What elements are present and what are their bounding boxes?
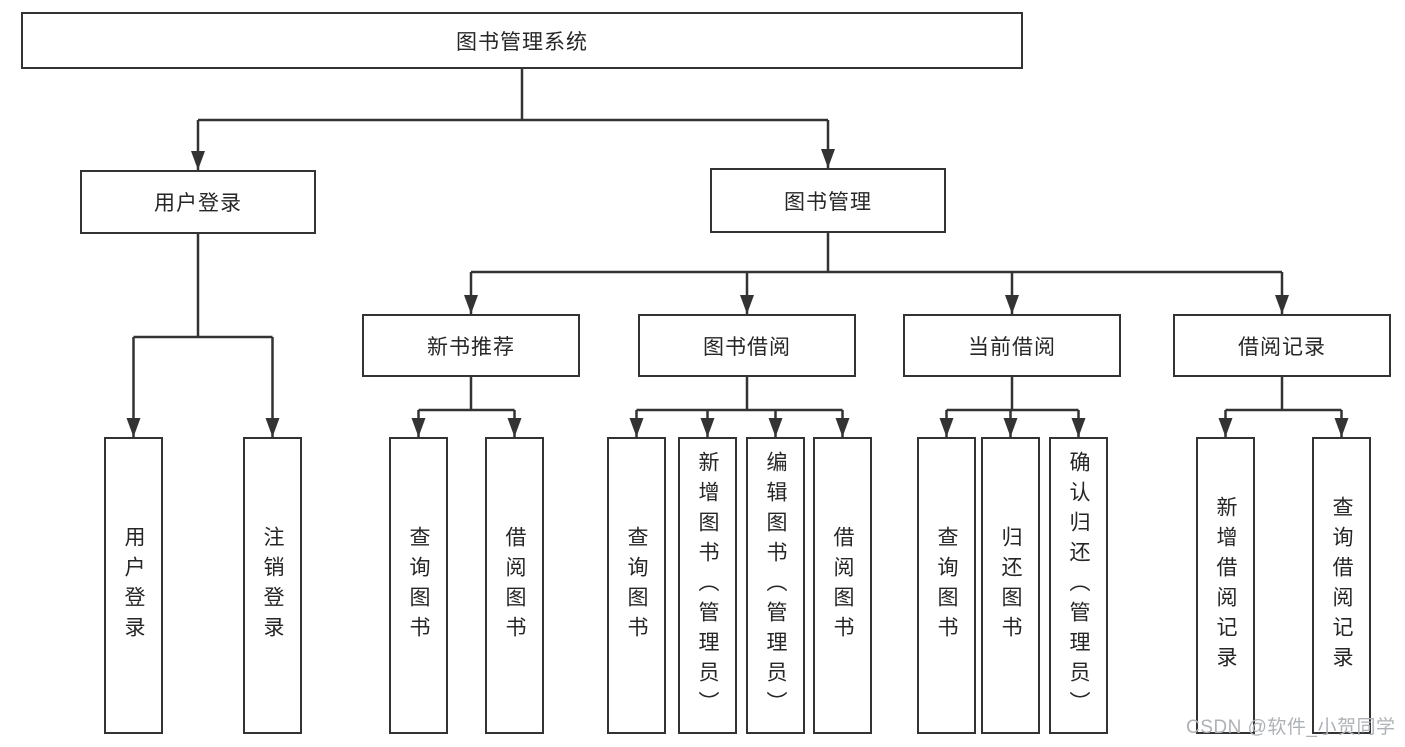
leaf-user-login: 用户登录 <box>104 437 163 734</box>
watermark: CSDN @软件_小贺同学 <box>1186 717 1396 738</box>
branch-user-login: 用户登录 <box>80 170 316 234</box>
module-borrow-records: 借阅记录 <box>1173 314 1391 377</box>
leaf-bb-borrow-books: 借阅图书 <box>813 437 872 734</box>
leaf-br-query-record-label: 查询借阅记录 <box>1330 495 1353 676</box>
leaf-bb-edit-books-admin-label: 编辑图书（管理员） <box>764 450 787 721</box>
leaf-nb-query-books: 查询图书 <box>389 437 448 734</box>
module-borrow-records-label: 借阅记录 <box>1238 335 1326 359</box>
leaf-nb-borrow-books: 借阅图书 <box>485 437 544 734</box>
leaf-bb-edit-books-admin: 编辑图书（管理员） <box>746 437 805 734</box>
leaf-bb-query-books-label: 查询图书 <box>625 525 648 646</box>
leaf-bb-query-books: 查询图书 <box>607 437 666 734</box>
leaf-cb-return-books: 归还图书 <box>981 437 1040 734</box>
branch-user-login-label: 用户登录 <box>154 192 242 215</box>
module-book-borrow: 图书借阅 <box>638 314 856 377</box>
leaf-cb-query-books: 查询图书 <box>917 437 976 734</box>
leaf-bb-borrow-books-label: 借阅图书 <box>831 525 854 646</box>
leaf-cb-return-books-label: 归还图书 <box>999 525 1022 646</box>
branch-book-management-label: 图书管理 <box>784 190 872 214</box>
leaf-nb-query-books-label: 查询图书 <box>407 525 430 646</box>
leaf-br-add-record-label: 新增借阅记录 <box>1214 495 1237 676</box>
leaf-br-add-record: 新增借阅记录 <box>1196 437 1255 734</box>
leaf-logout-label: 注销登录 <box>261 525 284 646</box>
branch-book-management: 图书管理 <box>710 168 946 233</box>
leaf-user-login-label: 用户登录 <box>122 525 145 646</box>
leaf-bb-add-books-admin-label: 新增图书（管理员） <box>696 450 719 721</box>
node-root-label: 图书管理系统 <box>456 30 588 54</box>
module-current-borrow: 当前借阅 <box>903 314 1121 377</box>
leaf-cb-confirm-return-admin-label: 确认归还（管理员） <box>1067 450 1090 721</box>
leaf-br-query-record: 查询借阅记录 <box>1312 437 1371 734</box>
leaf-cb-query-books-label: 查询图书 <box>935 525 958 646</box>
module-new-book-recommend-label: 新书推荐 <box>427 335 515 359</box>
node-root: 图书管理系统 <box>21 12 1023 69</box>
module-new-book-recommend: 新书推荐 <box>362 314 580 377</box>
module-book-borrow-label: 图书借阅 <box>703 335 791 359</box>
leaf-logout: 注销登录 <box>243 437 302 734</box>
leaf-nb-borrow-books-label: 借阅图书 <box>503 525 526 646</box>
leaf-bb-add-books-admin: 新增图书（管理员） <box>678 437 737 734</box>
module-current-borrow-label: 当前借阅 <box>968 335 1056 359</box>
leaf-cb-confirm-return-admin: 确认归还（管理员） <box>1049 437 1108 734</box>
